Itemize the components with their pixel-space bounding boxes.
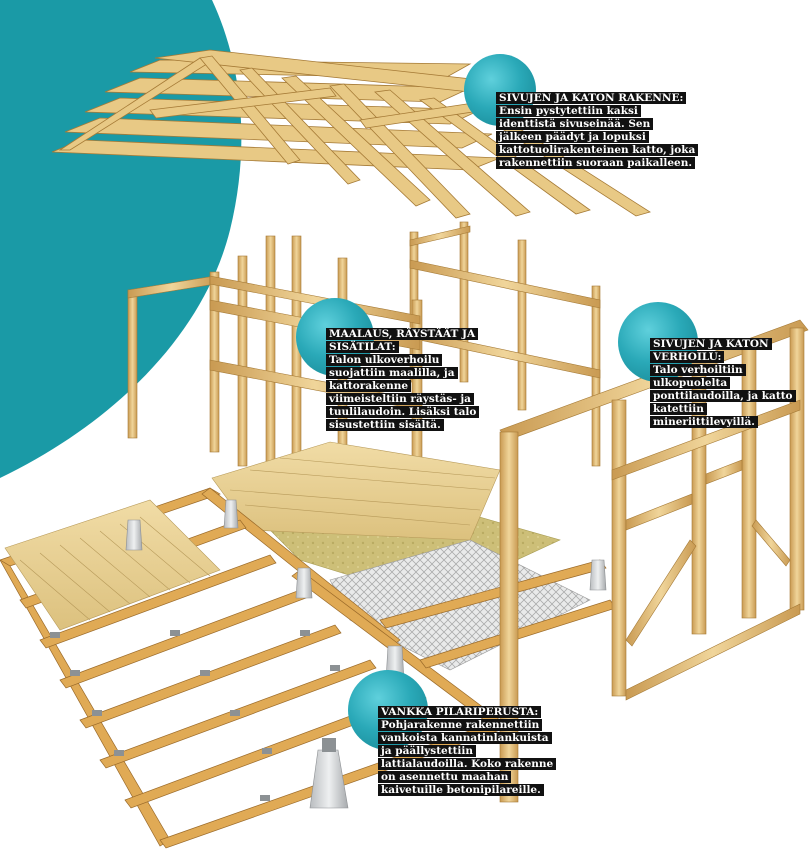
teal-backdrop xyxy=(0,0,242,478)
callout-cladding-body: Talo verhoiltiin ulkopuolelta ponttilaud… xyxy=(650,364,796,428)
callout-foundation-title: VANKKA PILARIPERUSTA: xyxy=(378,706,542,718)
callout-paint-body: Talon ulkoverhoilu suojattiin maalilla, … xyxy=(326,354,480,431)
callout-foundation: VANKKA PILARIPERUSTA: Pohjarakenne raken… xyxy=(348,670,557,797)
callout-roof-title: SIVUJEN JA KATON RAKENNE: xyxy=(496,92,687,104)
post-bracket xyxy=(322,738,336,752)
callout-roof-structure: SIVUJEN JA KATON RAKENNE: Ensin pystytet… xyxy=(464,54,699,170)
callout-roof-body: Ensin pystytettiin kaksi identtistä sivu… xyxy=(496,105,699,169)
callout-cladding-title: SIVUJEN JA KATON VERHOILU: xyxy=(650,338,772,363)
callout-cladding: SIVUJEN JA KATON VERHOILU: Talo verhoilt… xyxy=(618,302,802,429)
callout-paint-interiors: MAALAUS, RÄYSTÄÄT JA SISÄTILAT: Talon ul… xyxy=(296,298,486,432)
back-wall-frame xyxy=(409,221,601,467)
callout-foundation-body: Pohjarakenne rakennettiin vankoista kann… xyxy=(378,719,557,796)
callout-paint-title: MAALAUS, RÄYSTÄÄT JA SISÄTILAT: xyxy=(326,328,479,353)
roof-trusses xyxy=(51,49,651,219)
floor-boards-right xyxy=(211,441,501,541)
floor-boards-left xyxy=(4,499,221,631)
